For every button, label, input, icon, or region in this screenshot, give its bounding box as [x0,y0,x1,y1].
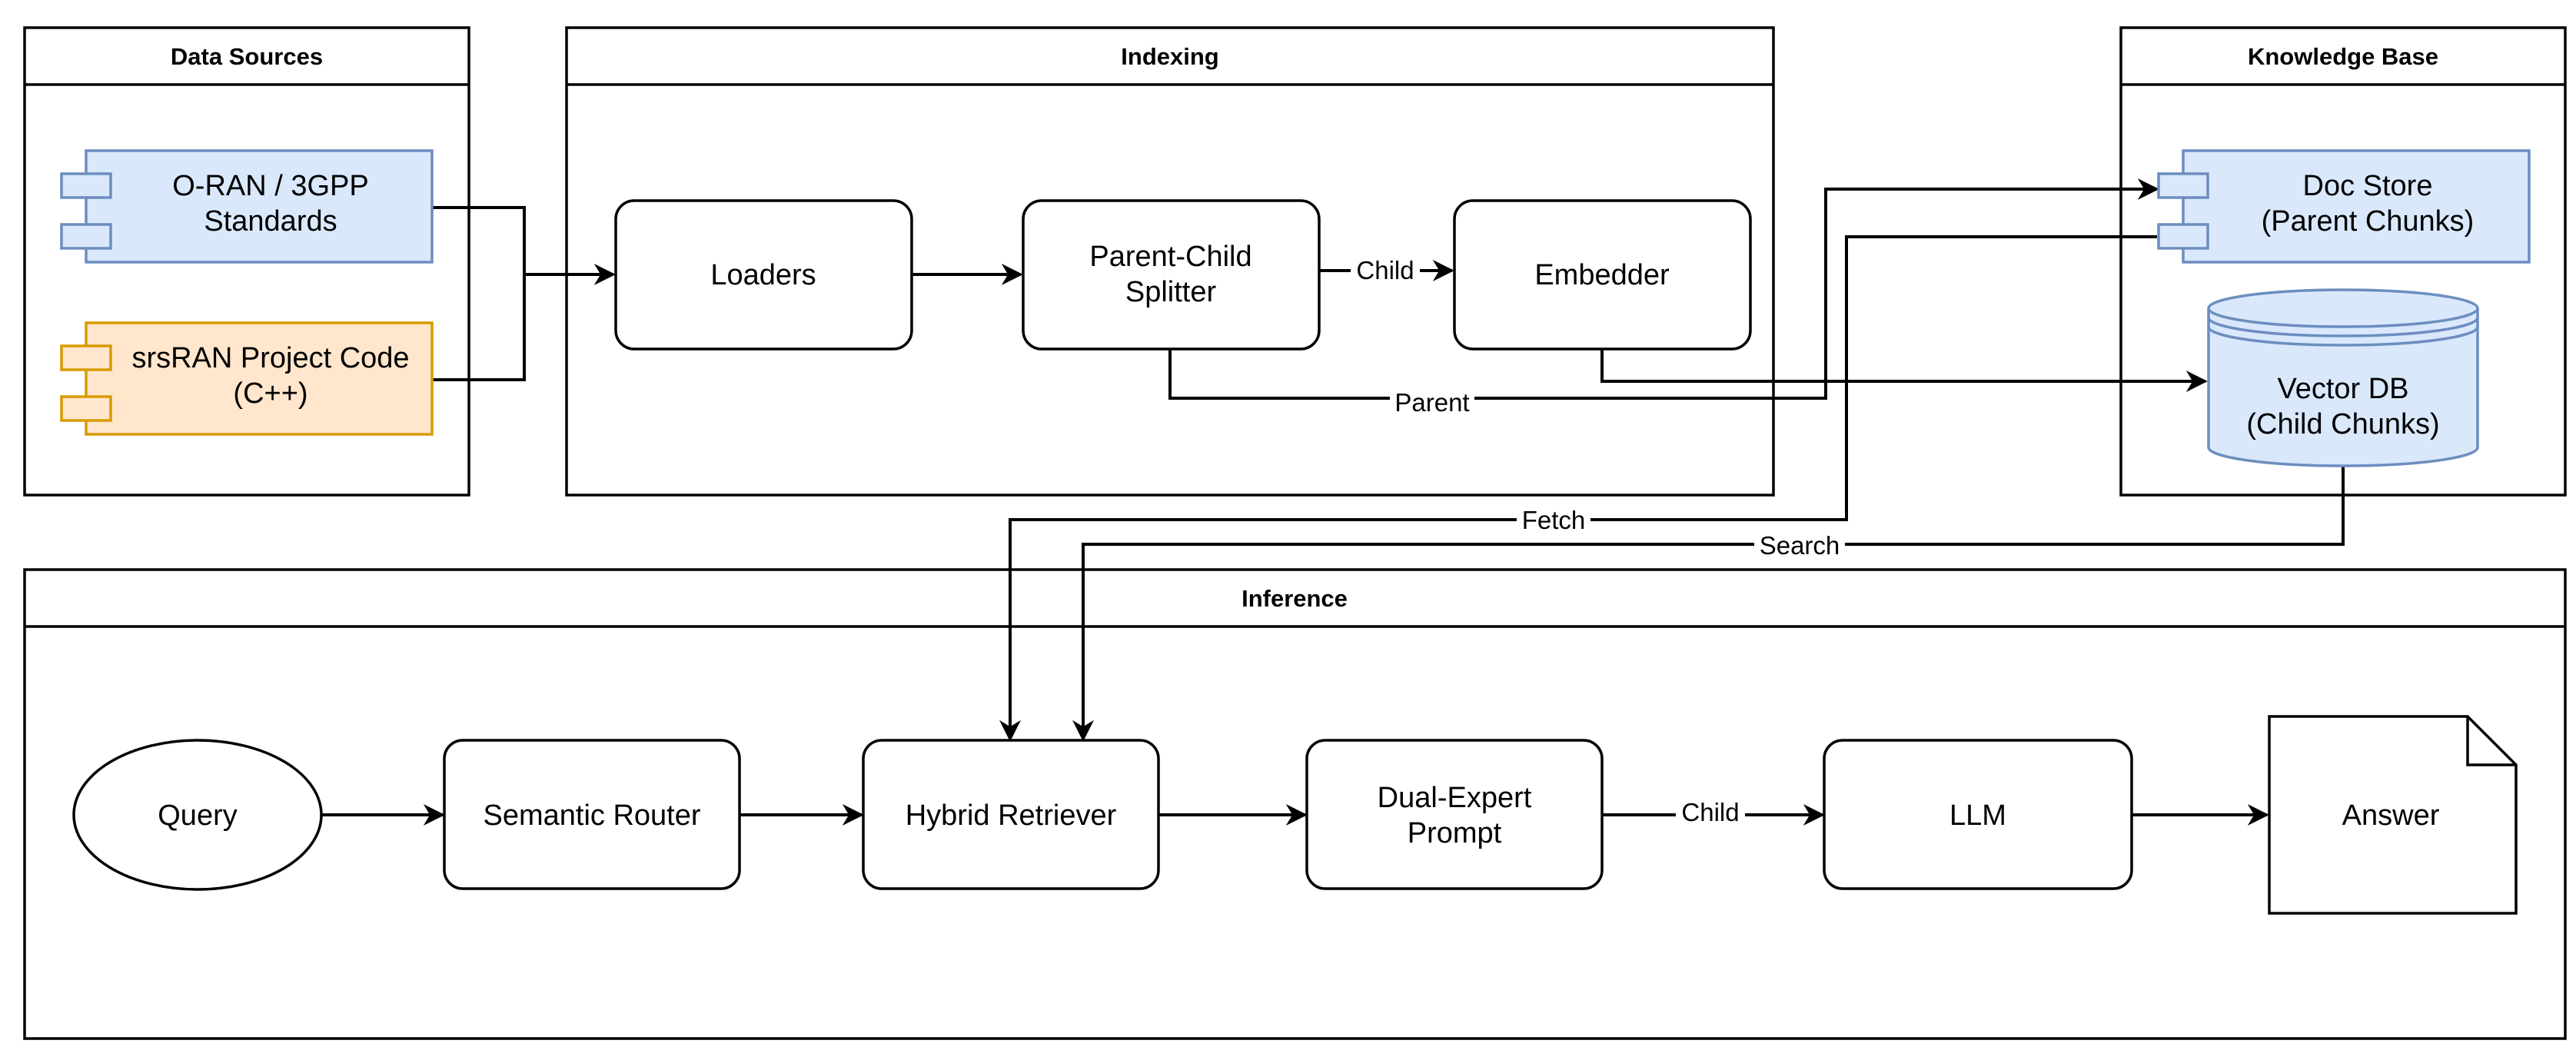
oran-label-line1: O-RAN / 3GPP [172,170,369,202]
oran-label-line2: Standards [204,205,337,238]
edge-oran-loaders [432,206,616,285]
prompt-label-line1: Dual-Expert [1378,782,1532,814]
vectordb-label-line1: Vector DB [2277,373,2408,405]
embedder-label: Embedder [1534,259,1670,291]
srsran-code-node[interactable]: srsRAN Project Code (C++) [60,321,434,436]
edges [321,178,2345,826]
edge-label-search: Search [1760,531,1840,560]
data-sources-title: Data Sources [171,43,323,70]
answer-document-node[interactable]: Answer [2268,715,2518,915]
query-node[interactable]: Query [72,739,323,891]
oran-standards-node[interactable]: O-RAN / 3GPP Standards [60,149,434,264]
router-label: Semantic Router [483,799,700,832]
indexing-title: Indexing [1121,43,1218,70]
llm-node[interactable]: LLM [1823,739,2133,890]
splitter-label-line1: Parent-Child [1089,241,1251,273]
knowledge-base-title: Knowledge Base [2248,43,2438,70]
hybrid-retriever-node[interactable]: Hybrid Retriever [862,739,1160,890]
prompt-label-line2: Prompt [1408,817,1502,849]
srsran-label-line1: srsRAN Project Code [131,342,409,374]
inference-group: Inference [23,568,2567,1040]
loaders-node[interactable]: Loaders [614,199,913,351]
retriever-label: Hybrid Retriever [906,799,1117,832]
dual-expert-prompt-node[interactable]: Dual-Expert Prompt [1305,739,1604,890]
loaders-label: Loaders [710,259,816,291]
llm-label: LLM [1949,799,2006,832]
edge-embedder-vectordb [1600,349,2208,392]
answer-label: Answer [2342,799,2440,832]
edge-srsran-loaders [432,274,526,381]
edge-label-fetch: Fetch [1522,506,1586,534]
docstore-label-line1: Doc Store [2303,170,2433,202]
embedder-node[interactable]: Embedder [1453,199,1752,351]
vector-db-node[interactable]: Vector DB (Child Chunks) [2207,288,2479,467]
semantic-router-node[interactable]: Semantic Router [443,739,741,890]
edge-label-parent: Parent [1394,388,1469,417]
srsran-label-line2: (C++) [233,377,307,410]
docstore-label-line2: (Parent Chunks) [2262,205,2475,238]
edge-labels: Child Parent Fetch Search Child [1351,254,1845,828]
edge-label-prompt-llm: Child [1681,798,1739,826]
inference-title: Inference [1241,585,1348,612]
splitter-label-line2: Splitter [1125,276,1217,308]
query-label: Query [158,799,237,832]
edge-vectordb-retriever-search [1072,463,2345,742]
edge-label-child: Child [1356,256,1414,284]
doc-store-node[interactable]: Doc Store (Parent Chunks) [2157,149,2531,264]
vectordb-label-line2: (Child Chunks) [2246,408,2439,440]
edge-splitter-docstore [1168,178,2159,400]
parent-child-splitter-node[interactable]: Parent-Child Splitter [1022,199,1321,351]
edge-docstore-retriever-fetch [999,235,2157,742]
